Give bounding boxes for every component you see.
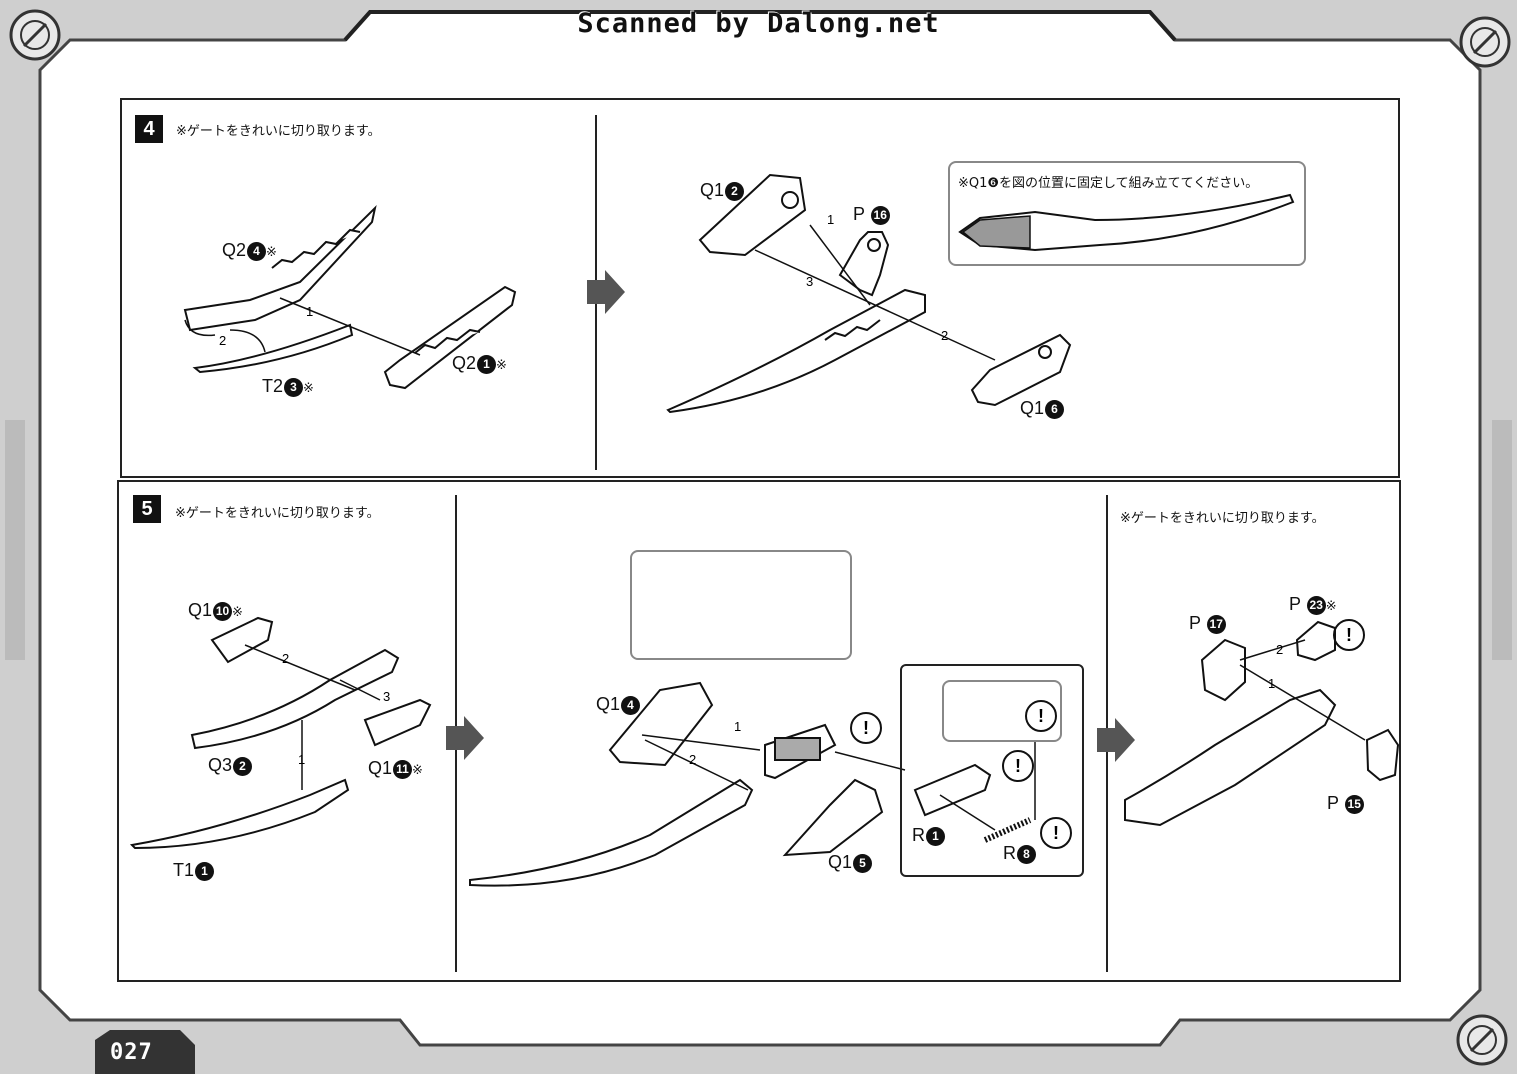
scanner-watermark-title: Scanned by Dalong.net bbox=[577, 8, 940, 39]
step-marker-5r-2: 2 bbox=[1276, 642, 1284, 657]
step-marker-5m-2: 2 bbox=[689, 752, 697, 767]
warning-icon: ! bbox=[1025, 700, 1057, 732]
step-5-detail-callout bbox=[630, 550, 852, 660]
callout-blade-detail bbox=[958, 193, 1295, 252]
step-5-number: 5 bbox=[133, 495, 161, 523]
part-label-p-17: P 17 bbox=[1189, 613, 1226, 634]
warning-icon: ! bbox=[850, 712, 882, 744]
part-label-p-16: P 16 bbox=[853, 204, 890, 225]
warning-icon: ! bbox=[1040, 817, 1072, 849]
corner-gauge-icon-tl bbox=[9, 9, 61, 61]
step-marker-5l-2: 2 bbox=[282, 651, 290, 666]
step-marker-4r-2: 2 bbox=[941, 328, 949, 343]
step-4-panel bbox=[120, 98, 1400, 478]
step-4-callout-note: ※Q1❻を図の位置に固定して組み立ててください。 bbox=[958, 176, 1259, 191]
part-label-p-15: P 15 bbox=[1327, 793, 1364, 814]
page-number: 027 bbox=[110, 1040, 153, 1065]
warning-icon: ! bbox=[1002, 750, 1034, 782]
step-5-right-gate-note: ※ゲートをきれいに切り取ります。 bbox=[1120, 511, 1325, 526]
step-marker-4l-1: 1 bbox=[306, 304, 314, 319]
corner-gauge-icon-tr bbox=[1459, 16, 1511, 68]
step-marker-5l-1: 1 bbox=[298, 752, 306, 767]
step-marker-5r-1: 1 bbox=[1268, 676, 1276, 691]
warning-icon: ! bbox=[1333, 619, 1365, 651]
step-marker-5m-1: 1 bbox=[734, 719, 742, 734]
step-4-number: 4 bbox=[135, 115, 163, 143]
flow-arrow-icon bbox=[587, 270, 625, 314]
step-5-panel bbox=[117, 480, 1401, 982]
part-label-p-23: P 23※ bbox=[1289, 594, 1337, 615]
spring-assembly-box bbox=[900, 664, 1084, 877]
step-marker-5l-3: 3 bbox=[383, 689, 391, 704]
step-marker-4r-3: 3 bbox=[806, 274, 814, 289]
step-marker-4r-1: 1 bbox=[827, 212, 835, 227]
step-4-gate-note: ※ゲートをきれいに切り取ります。 bbox=[176, 124, 381, 139]
step-5-gate-note: ※ゲートをきれいに切り取ります。 bbox=[175, 506, 380, 521]
corner-gauge-icon-br bbox=[1456, 1014, 1508, 1066]
step-marker-4l-2: 2 bbox=[219, 333, 227, 348]
